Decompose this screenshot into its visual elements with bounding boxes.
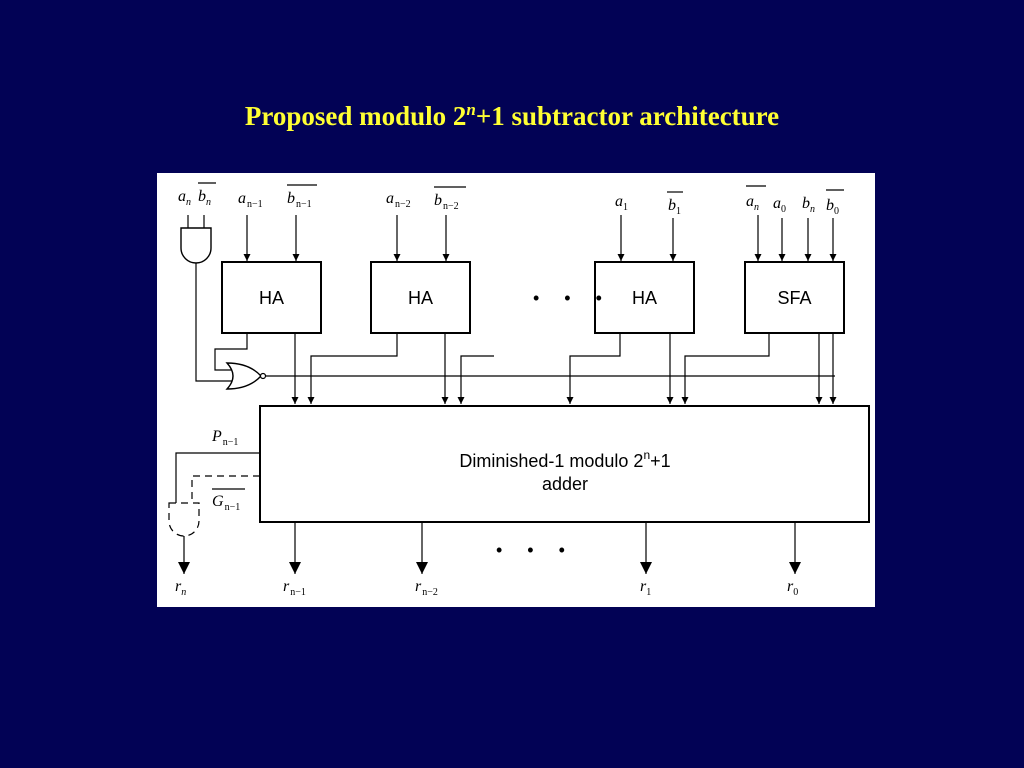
carry-bus bbox=[266, 333, 837, 404]
input-label-an: an bbox=[178, 188, 191, 208]
adder-label-line2: adder bbox=[542, 474, 588, 494]
signal-label-P: Pn−1 bbox=[211, 428, 238, 448]
svg-text:Gn−1: Gn−1 bbox=[212, 493, 240, 513]
and-gate-top bbox=[180, 215, 212, 264]
input-label-b1-bar: b1 bbox=[667, 191, 683, 217]
ha-block-3-label: HA bbox=[632, 288, 657, 308]
svg-text:rn−2: rn−2 bbox=[415, 578, 438, 598]
svg-text:b0: b0 bbox=[826, 197, 839, 217]
svg-text:b1: b1 bbox=[668, 197, 681, 217]
input-label-bn-bar: bn bbox=[198, 182, 216, 208]
ellipsis-bottom: • • • bbox=[496, 540, 575, 560]
svg-text:r0: r0 bbox=[787, 578, 798, 598]
p-signal-wire bbox=[175, 452, 260, 503]
svg-text:r1: r1 bbox=[640, 578, 651, 598]
svg-text:a1: a1 bbox=[615, 193, 628, 213]
input-label-a0: a0 bbox=[773, 195, 786, 215]
svg-text:rn: rn bbox=[175, 578, 186, 598]
output-label-rn-1: rn−1 bbox=[283, 578, 306, 598]
input-label-a1: a1 bbox=[615, 193, 628, 213]
diminished-adder: Diminished-1 modulo 2n+1 adder bbox=[259, 405, 870, 523]
and-gate-bottom bbox=[168, 502, 200, 537]
svg-text:a0: a0 bbox=[773, 195, 786, 215]
input-label-an-2: an−2 bbox=[386, 190, 411, 210]
svg-text:an: an bbox=[746, 193, 759, 213]
title-exponent: n bbox=[466, 100, 476, 119]
sfa-block-label: SFA bbox=[777, 288, 811, 308]
adder-label-line1: Diminished-1 modulo 2n+1 bbox=[459, 448, 670, 471]
ha-outputs bbox=[291, 333, 823, 404]
nor-wiring bbox=[195, 263, 248, 382]
subtractor-diagram: an bn an−1 bn−1 an−2 bn−2 a1 b1 an a0 bn… bbox=[168, 182, 870, 598]
input-label-b0-bar: b0 bbox=[826, 189, 844, 217]
input-arrows bbox=[243, 215, 837, 261]
svg-text:bn: bn bbox=[198, 188, 211, 208]
ha-block-1-label: HA bbox=[259, 288, 284, 308]
svg-text:bn−1: bn−1 bbox=[287, 190, 312, 210]
title-suffix: +1 subtractor architecture bbox=[475, 101, 780, 131]
svg-text:rn−1: rn−1 bbox=[283, 578, 306, 598]
signal-label-G-bar: Gn−1 bbox=[212, 488, 245, 513]
g-signal-wire bbox=[191, 475, 260, 503]
ha-block-2-label: HA bbox=[408, 288, 433, 308]
ha-block-2: HA bbox=[370, 261, 471, 334]
output-label-r1: r1 bbox=[640, 578, 651, 598]
input-label-bn: bn bbox=[802, 195, 815, 215]
ha-block-1: HA bbox=[221, 261, 322, 334]
ha-block-3: HA bbox=[594, 261, 695, 334]
nor-gate bbox=[225, 362, 267, 390]
svg-text:bn: bn bbox=[802, 195, 815, 215]
input-label-an-bar: an bbox=[746, 185, 766, 213]
output-label-r0: r0 bbox=[787, 578, 798, 598]
input-label-bn-1-bar: bn−1 bbox=[287, 184, 317, 210]
title-prefix: Proposed modulo 2 bbox=[244, 101, 467, 131]
sfa-block: SFA bbox=[744, 261, 845, 334]
output-arrows bbox=[289, 522, 801, 574]
svg-text:an−2: an−2 bbox=[386, 190, 411, 210]
figure-panel: an bn an−1 bn−1 an−2 bn−2 a1 b1 an a0 bn… bbox=[157, 173, 875, 607]
slide-title: Proposed modulo 2n+1 subtractor architec… bbox=[0, 100, 1024, 132]
svg-text:Pn−1: Pn−1 bbox=[211, 428, 238, 448]
svg-text:an: an bbox=[178, 188, 191, 208]
svg-text:bn−2: bn−2 bbox=[434, 192, 459, 212]
input-label-bn-2-bar: bn−2 bbox=[434, 186, 466, 212]
ellipsis-top: • • • bbox=[533, 288, 612, 308]
svg-text:an−1: an−1 bbox=[238, 190, 263, 210]
input-label-an-1: an−1 bbox=[238, 190, 263, 210]
output-label-rn: rn bbox=[175, 578, 186, 598]
output-label-rn-2: rn−2 bbox=[415, 578, 438, 598]
